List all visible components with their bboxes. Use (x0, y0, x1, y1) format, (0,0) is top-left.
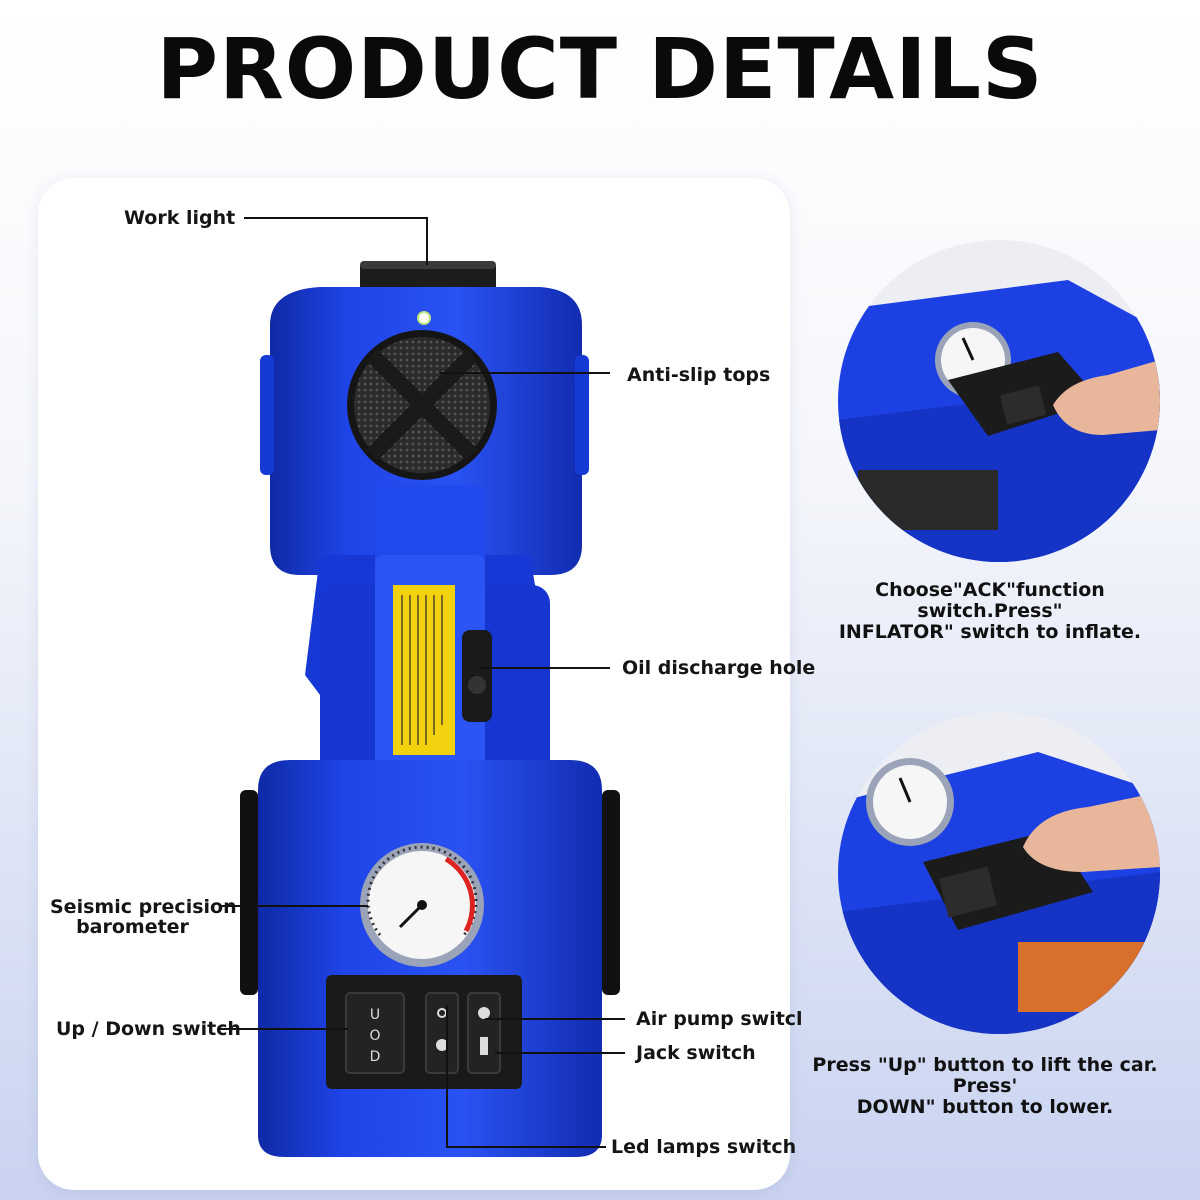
detail-photo-up-down (838, 712, 1160, 1034)
detail1-caption-line2: INFLATOR" switch to inflate. (838, 621, 1142, 643)
detail-photo-inflator (838, 240, 1160, 562)
switch-mark-off: O (369, 1028, 380, 1044)
led-lamps-switch[interactable] (425, 992, 459, 1074)
label-barometer-line1: Seismic precision (50, 896, 237, 918)
up-down-leader (220, 1028, 348, 1030)
switch-mark-up: U (370, 1007, 380, 1023)
label-jack-switch: Jack switch (636, 1042, 756, 1064)
label-led-lamps-switch: Led lamps switch (611, 1136, 797, 1158)
detail1-finger (1053, 360, 1160, 435)
oil-hole-leader (480, 667, 610, 669)
label-work-light: Work light (124, 207, 236, 229)
led-lamps-leader (446, 1005, 448, 1147)
detail2-finger (1023, 792, 1160, 872)
switch-mark-down: D (370, 1049, 381, 1065)
page-title: PRODUCT DETAILS (156, 20, 1044, 118)
label-anti-slip-tops: Anti-slip tops (627, 364, 771, 386)
barometer-leader (220, 905, 368, 907)
jack-air-pump-switch[interactable] (467, 992, 501, 1074)
air-pump-leader (485, 1018, 625, 1020)
label-oil-discharge-hole: Oil discharge hole (622, 657, 816, 679)
detail1-caption: Choose"ACK"function switch.Press" INFLAT… (800, 580, 1180, 643)
detail1-caption-line1: Choose"ACK"function switch.Press" (875, 579, 1105, 622)
jack-leader (495, 1052, 625, 1054)
work-light-leader (244, 217, 427, 219)
up-down-switch[interactable] (345, 992, 405, 1074)
detail2-caption: Press "Up" button to lift the car. Press… (795, 1055, 1175, 1118)
label-barometer-line2: barometer (76, 916, 189, 938)
detail2-caption-line2: DOWN" button to lower. (856, 1096, 1114, 1118)
detail2-caption-line1: Press "Up" button to lift the car. Press… (812, 1054, 1158, 1097)
car-jack-illustration: U O D (240, 261, 620, 1157)
caution-label (393, 585, 455, 755)
anti-slip-leader (440, 372, 610, 374)
work-light-led (417, 311, 431, 325)
label-air-pump-switch: Air pump switcl (636, 1008, 803, 1030)
label-barometer: Seismic precision barometer (50, 896, 237, 938)
label-up-down-switch: Up / Down switch (56, 1018, 241, 1040)
